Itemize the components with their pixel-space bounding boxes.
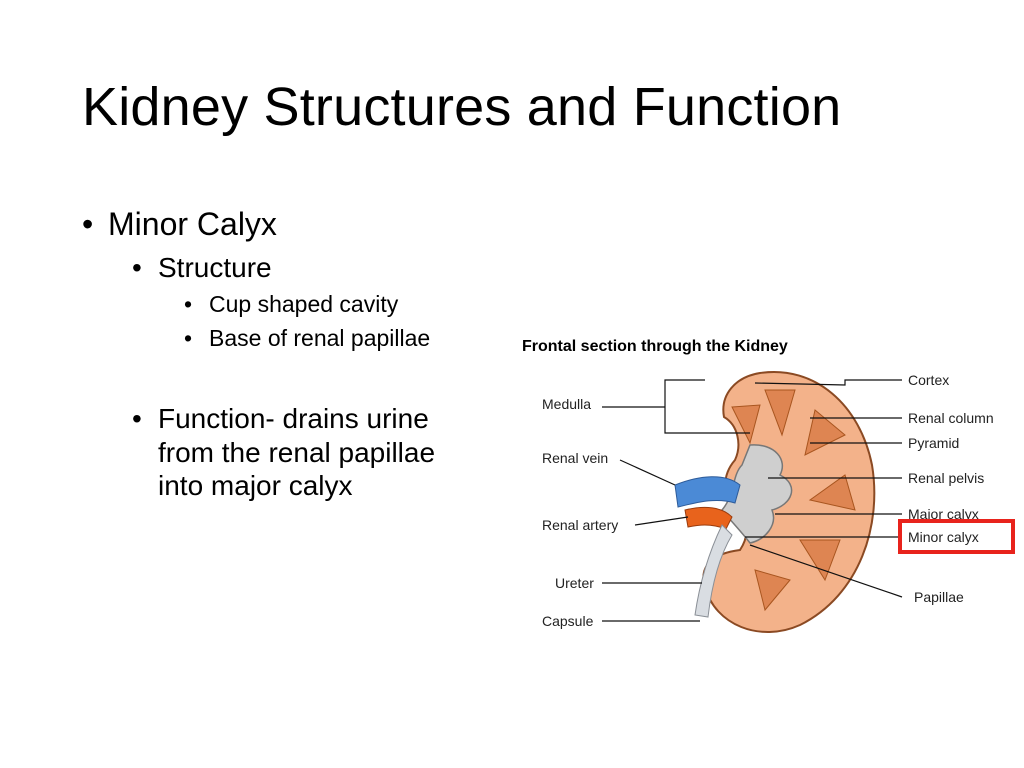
bullet-dot-icon: • [132,403,142,435]
bullet-structure: • Structure [82,251,502,285]
pyramid-shape [808,474,856,511]
label-renal-artery: Renal artery [542,517,618,533]
label-renal-vein: Renal vein [542,450,608,466]
bullet-text: Base of renal papillae [209,324,431,351]
bullet-dot-icon: • [184,290,193,317]
label-minor-calyx: Minor calyx [908,529,979,545]
slide-title: Kidney Structures and Function [82,77,842,137]
renal-pelvis-shape [721,444,793,544]
bullet-text-line: Function- drains urine [158,403,429,435]
bullet-dot-icon: • [132,252,142,284]
bullet-base-papillae: • Base of renal papillae [82,325,502,353]
pyramid-shape [799,539,841,582]
right-leader-lines [745,379,903,598]
bullet-dot-icon: • [184,324,193,351]
left-leader-lines [602,379,750,622]
bullet-dot-icon: • [82,206,94,242]
highlight-box [898,519,1015,554]
label-pyramid: Pyramid [908,435,959,451]
pyramid-shape [754,569,791,612]
kidney-diagram-svg: Frontal section through the Kidney [522,338,1015,633]
label-capsule: Capsule [542,613,594,629]
label-renal-column: Renal column [908,410,994,426]
bullet-cup-shaped: • Cup shaped cavity [82,291,502,319]
pyramid-shape [804,409,846,456]
diagram-title: Frontal section through the Kidney [522,338,788,355]
label-cortex: Cortex [908,372,949,388]
ureter-shape [694,524,733,618]
kidney-diagram: Frontal section through the Kidney [510,325,1020,635]
bullet-text: Cup shaped cavity [209,290,399,317]
bullet-list: • Minor Calyx • Structure • Cup shaped c… [82,205,502,503]
pyramids [731,389,856,612]
renal-vein-shape [674,476,741,508]
bullet-text-line: into major calyx [158,470,353,502]
bullet-text: Structure [158,252,272,284]
label-major-calyx: Major calyx [908,506,979,522]
bullet-function: • Function- drains urine from the renal … [82,402,502,503]
pyramid-shape [764,389,796,437]
label-renal-pelvis: Renal pelvis [908,470,984,486]
label-medulla: Medulla [542,396,591,412]
bullet-minor-calyx: • Minor Calyx [82,205,502,243]
label-papillae: Papillae [914,589,964,605]
bullet-text: Minor Calyx [108,206,277,242]
bullet-text-line: from the renal papillae [158,436,436,468]
pyramid-shape [731,404,761,445]
label-ureter: Ureter [555,575,594,591]
